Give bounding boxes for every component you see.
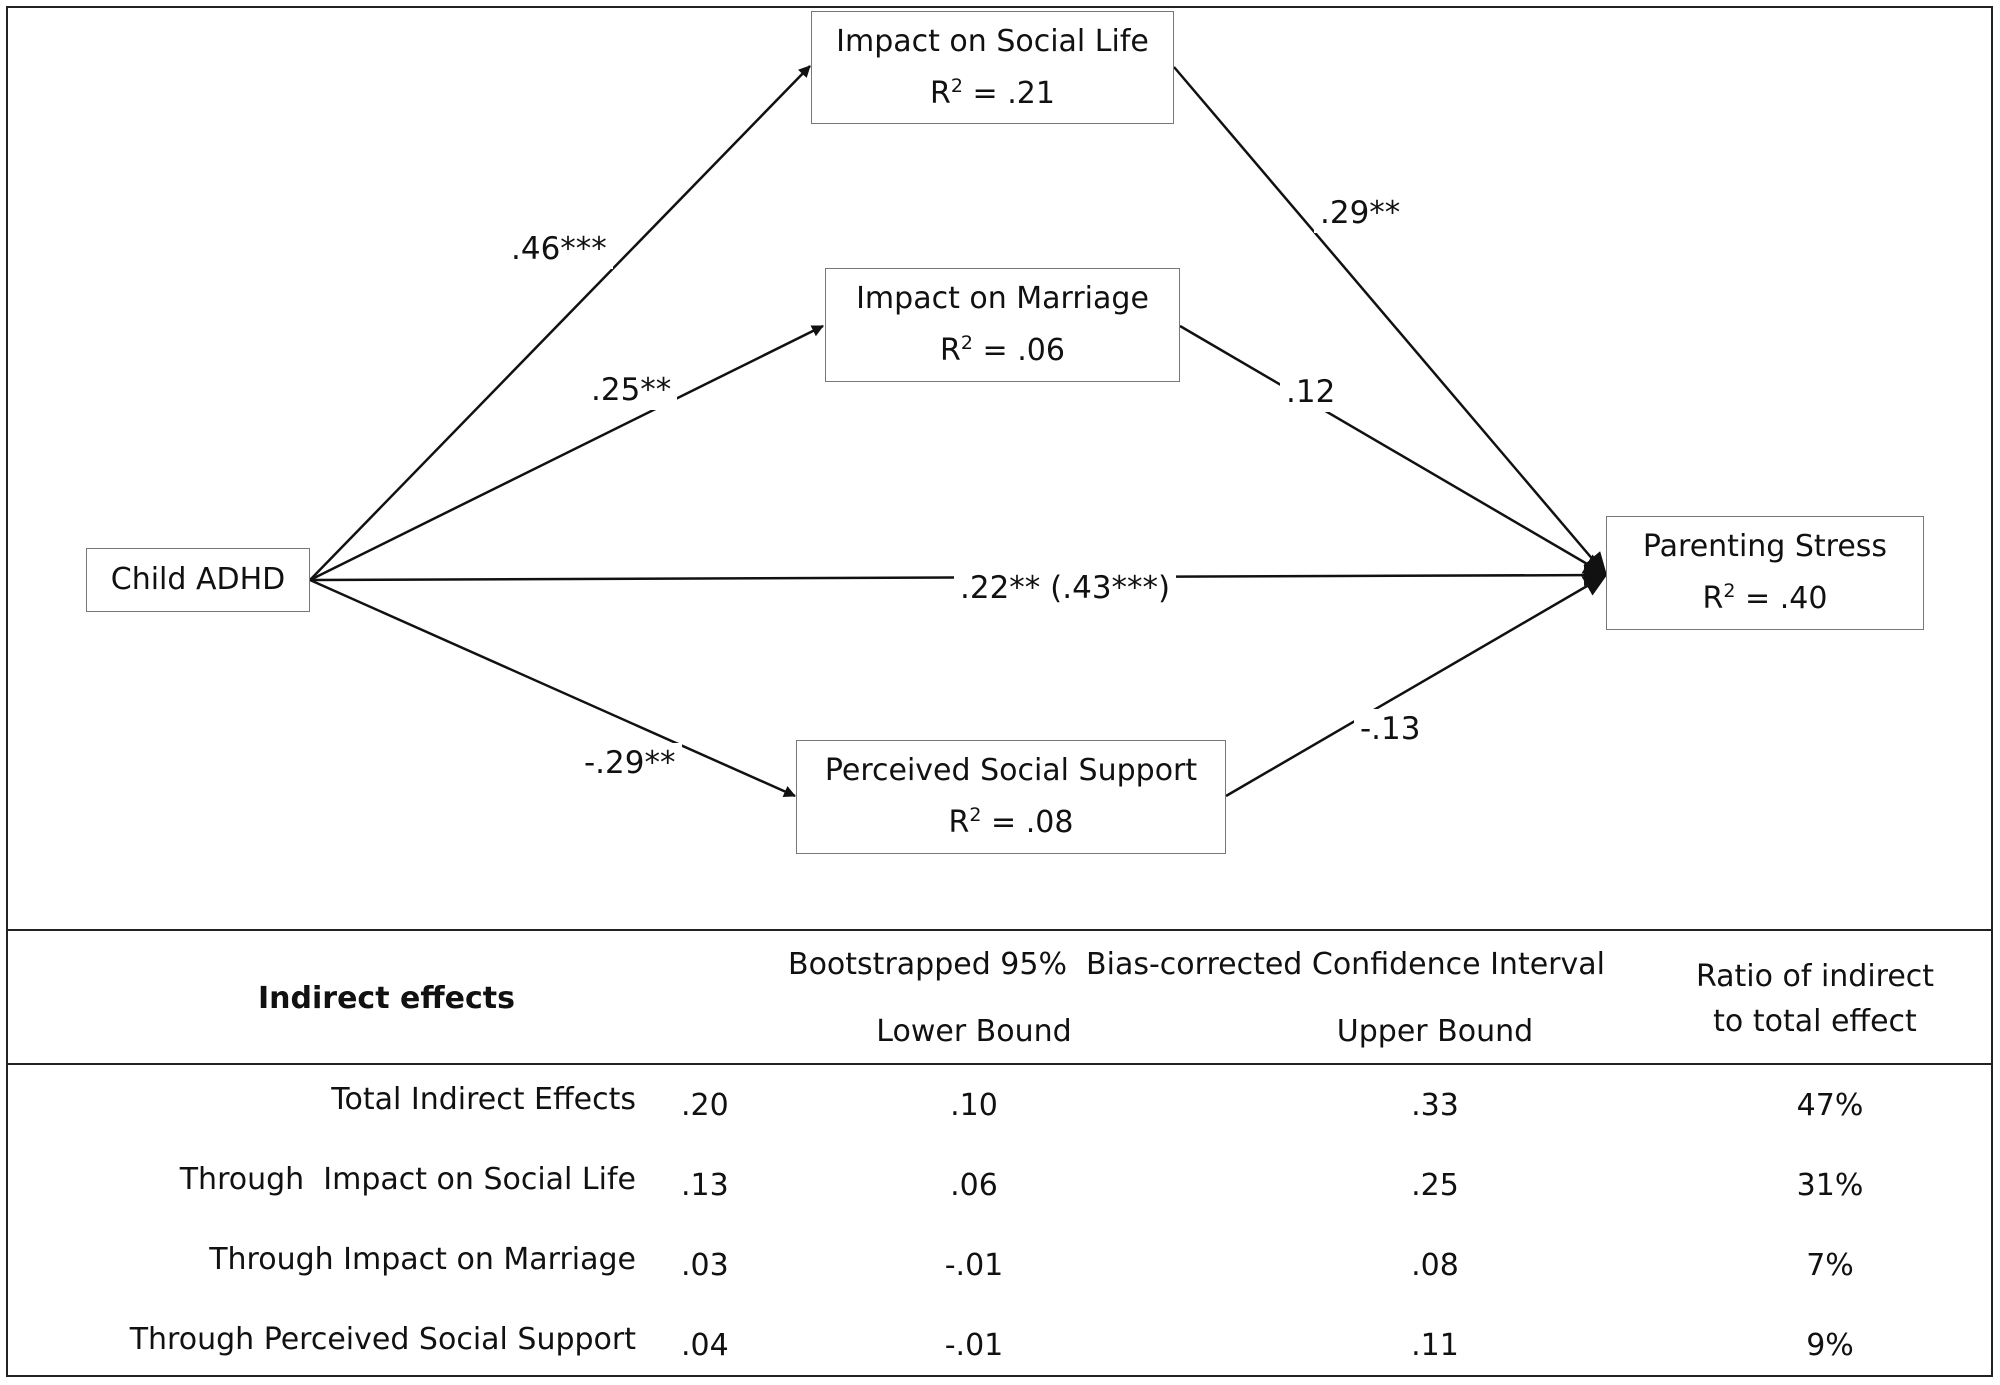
row-label: Through Impact on Social Life <box>179 1162 636 1197</box>
row-effect: .20 <box>681 1088 729 1123</box>
ratio-header-line2: to total effect <box>1713 1004 1917 1039</box>
arrow-support-to-stress <box>1225 573 1608 798</box>
row-ratio: 7% <box>1806 1248 1854 1283</box>
upper-bound-header: Upper Bound <box>1336 1014 1534 1049</box>
node-social-life-label: Impact on Social Life <box>836 23 1149 59</box>
row-upper: .25 <box>1411 1168 1459 1203</box>
table-title: Indirect effects <box>258 981 515 1016</box>
arrow-adhd-to-social-support <box>309 578 796 798</box>
node-impact-marriage: Impact on Marriage R2 = .06 <box>825 268 1180 382</box>
node-support-r2: R2 = .08 <box>948 804 1074 840</box>
arrow-social-life-to-stress <box>1173 66 1608 577</box>
row-effect: .04 <box>681 1328 729 1363</box>
coef-adhd-social-life: .46*** <box>505 229 613 269</box>
ratio-header-line1: Ratio of indirect <box>1695 959 1935 994</box>
node-impact-social-life: Impact on Social Life R2 = .21 <box>811 11 1174 124</box>
row-lower: .06 <box>950 1168 998 1203</box>
table-top-rule <box>8 929 1991 931</box>
row-upper: .08 <box>1411 1248 1459 1283</box>
row-label: Through Perceived Social Support <box>129 1322 636 1357</box>
node-perceived-social-support: Perceived Social Support R2 = .08 <box>796 740 1226 854</box>
coef-adhd-stress: .22** (.43***) <box>954 568 1177 608</box>
path-diagram <box>309 65 1608 798</box>
row-effect: .03 <box>681 1248 729 1283</box>
node-stress-r2: R2 = .40 <box>1702 580 1828 616</box>
node-child-adhd: Child ADHD <box>86 548 310 612</box>
lower-bound-header: Lower Bound <box>876 1014 1072 1049</box>
row-ratio: 9% <box>1806 1328 1854 1363</box>
row-upper: .33 <box>1411 1088 1459 1123</box>
arrow-adhd-to-marriage <box>309 324 824 582</box>
row-upper: .11 <box>1411 1328 1459 1363</box>
row-ratio: 31% <box>1796 1168 1864 1203</box>
node-support-label: Perceived Social Support <box>824 753 1198 788</box>
figure-frame <box>6 6 1993 1377</box>
row-lower: -.01 <box>944 1248 1004 1283</box>
row-lower: .10 <box>950 1088 998 1123</box>
node-parenting-stress: Parenting Stress R2 = .40 <box>1606 516 1924 630</box>
ci-header: Bootstrapped 95% Bias-corrected Confiden… <box>788 947 1605 982</box>
node-child-adhd-label: Child ADHD <box>110 562 286 597</box>
node-social-life-r2: R2 = .21 <box>930 74 1055 111</box>
coef-adhd-marriage: .25** <box>585 370 678 410</box>
node-stress-label: Parenting Stress <box>1642 529 1888 564</box>
coef-marriage-stress: .12 <box>1280 372 1342 412</box>
table-header-rule <box>8 1063 1991 1065</box>
arrow-marriage-to-stress <box>1179 324 1608 577</box>
coef-social-life-stress: .29** <box>1314 193 1407 233</box>
row-ratio: 47% <box>1796 1088 1864 1123</box>
row-lower: -.01 <box>944 1328 1004 1363</box>
coef-support-stress: -.13 <box>1354 709 1427 749</box>
row-label: Total Indirect Effects <box>331 1082 636 1117</box>
coef-adhd-support: -.29** <box>578 743 682 783</box>
row-label: Through Impact on Marriage <box>209 1242 636 1277</box>
node-marriage-label: Impact on Marriage <box>856 281 1149 316</box>
node-marriage-r2: R2 = .06 <box>940 332 1065 368</box>
row-effect: .13 <box>681 1168 729 1203</box>
arrow-adhd-to-social-life <box>309 65 811 581</box>
